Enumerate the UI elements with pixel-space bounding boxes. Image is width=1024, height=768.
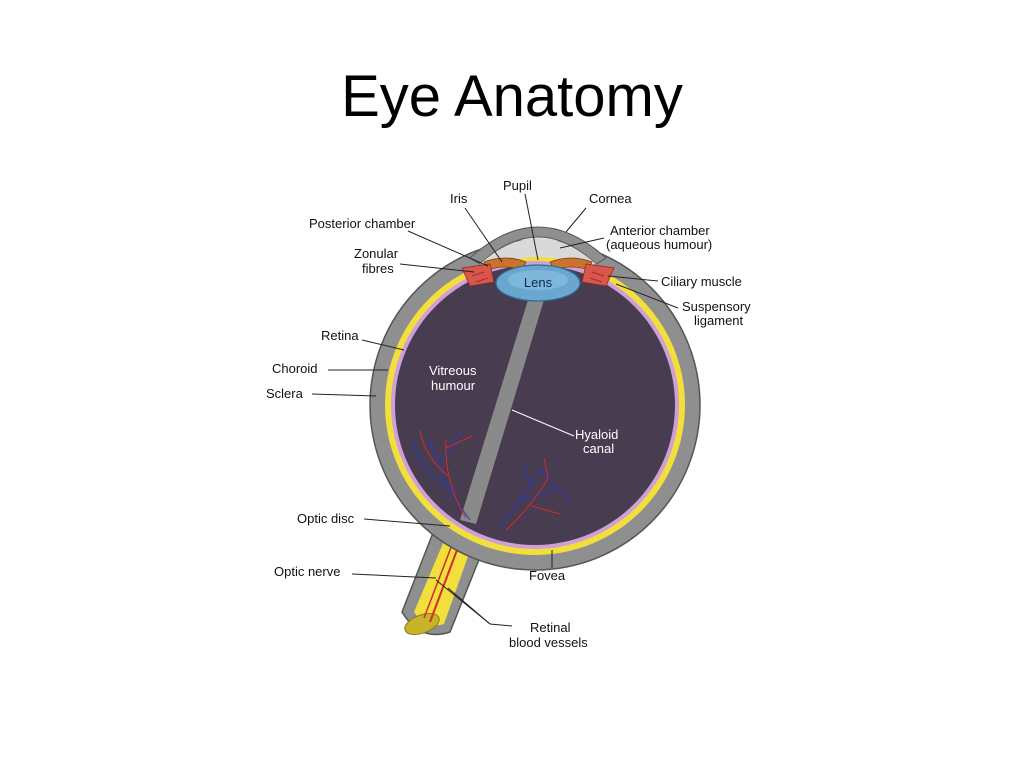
label-retinal-vessels-sub: blood vessels	[509, 635, 588, 650]
label-choroid: Choroid	[272, 361, 318, 376]
label-fovea: Fovea	[529, 568, 566, 583]
diagram-labels: Pupil Iris Cornea Posterior chamber Ante…	[266, 178, 751, 650]
label-iris: Iris	[450, 191, 468, 206]
label-anterior-chamber-sub: (aqueous humour)	[606, 237, 712, 252]
label-lens: Lens	[524, 275, 553, 290]
label-cornea: Cornea	[589, 191, 632, 206]
slide-title: Eye Anatomy	[341, 64, 683, 129]
label-optic-nerve: Optic nerve	[274, 564, 340, 579]
label-suspensory-sub: ligament	[694, 313, 744, 328]
label-vitreous: Vitreous	[429, 363, 477, 378]
ciliary-muscle-shape	[461, 263, 615, 287]
label-zonular-sub: fibres	[362, 261, 394, 276]
lens-shape	[495, 264, 581, 302]
label-anterior-chamber: Anterior chamber	[610, 223, 710, 238]
label-sclera: Sclera	[266, 386, 304, 401]
retinal-blood-vessels	[411, 429, 571, 531]
label-optic-disc: Optic disc	[297, 511, 355, 526]
label-ciliary-muscle: Ciliary muscle	[661, 274, 742, 289]
label-zonular: Zonular	[354, 246, 399, 261]
label-posterior-chamber: Posterior chamber	[309, 216, 416, 231]
label-retina: Retina	[321, 328, 359, 343]
label-suspensory: Suspensory	[682, 299, 751, 314]
vitreous-body	[395, 265, 675, 545]
label-hyaloid-sub: canal	[583, 441, 614, 456]
label-pupil: Pupil	[503, 178, 532, 193]
label-vitreous-sub: humour	[431, 378, 476, 393]
hyaloid-canal-shape	[460, 300, 544, 524]
label-retinal-vessels: Retinal	[530, 620, 571, 635]
leader-lines	[311, 193, 679, 627]
label-hyaloid: Hyaloid	[575, 427, 618, 442]
